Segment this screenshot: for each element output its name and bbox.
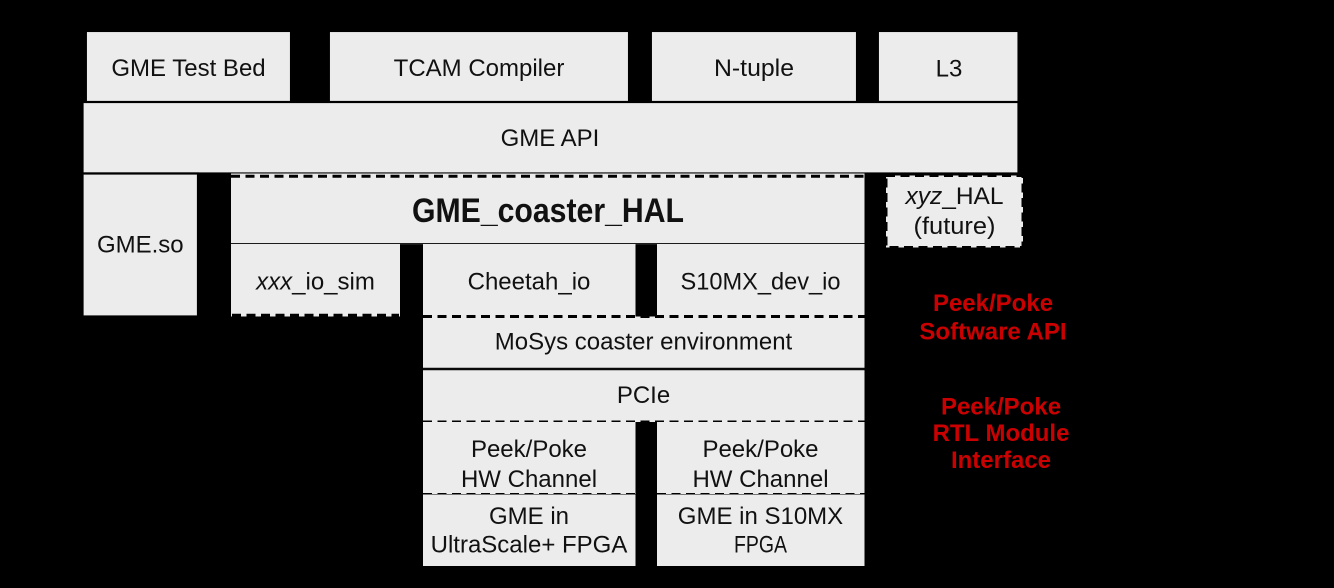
svg-text:GME.so: GME.so bbox=[97, 232, 184, 259]
svg-text:GME in S10MX: GME in S10MX bbox=[678, 503, 843, 530]
svg-text:N-tuple: N-tuple bbox=[714, 55, 794, 82]
svg-text:MoSys coaster environment: MoSys coaster environment bbox=[495, 329, 793, 356]
svg-text:TCAM Compiler: TCAM Compiler bbox=[394, 55, 565, 82]
svg-text:PCIe: PCIe bbox=[617, 382, 670, 409]
svg-text:Interface: Interface bbox=[951, 447, 1051, 474]
svg-text:xyz_HAL: xyz_HAL bbox=[904, 183, 1003, 210]
svg-text:GME Test Bed: GME Test Bed bbox=[111, 55, 265, 82]
svg-text:RTL Module: RTL Module bbox=[933, 420, 1070, 447]
svg-text:xxx_io_sim: xxx_io_sim bbox=[255, 269, 375, 296]
svg-text:UltraScale+ FPGA: UltraScale+ FPGA bbox=[431, 532, 628, 559]
svg-text:GME in: GME in bbox=[489, 503, 569, 530]
svg-text:Peek/Poke: Peek/Poke bbox=[471, 436, 587, 463]
svg-text:HW Channel: HW Channel bbox=[461, 466, 597, 493]
svg-text:Software API: Software API bbox=[919, 319, 1066, 346]
svg-text:Peek/Poke: Peek/Poke bbox=[933, 290, 1053, 317]
svg-text:(future): (future) bbox=[914, 213, 996, 240]
svg-text:GME API: GME API bbox=[501, 125, 600, 152]
svg-text:Cheetah_io: Cheetah_io bbox=[468, 269, 591, 296]
svg-text:Peek/Poke: Peek/Poke bbox=[702, 436, 818, 463]
svg-text:FPGA: FPGA bbox=[734, 532, 787, 559]
svg-text:S10MX_dev_io: S10MX_dev_io bbox=[681, 269, 841, 296]
svg-text:GME_coaster_HAL: GME_coaster_HAL bbox=[412, 192, 684, 230]
svg-text:HW Channel: HW Channel bbox=[692, 466, 828, 493]
svg-text:Peek/Poke: Peek/Poke bbox=[941, 394, 1061, 421]
svg-text:L3: L3 bbox=[936, 56, 963, 83]
